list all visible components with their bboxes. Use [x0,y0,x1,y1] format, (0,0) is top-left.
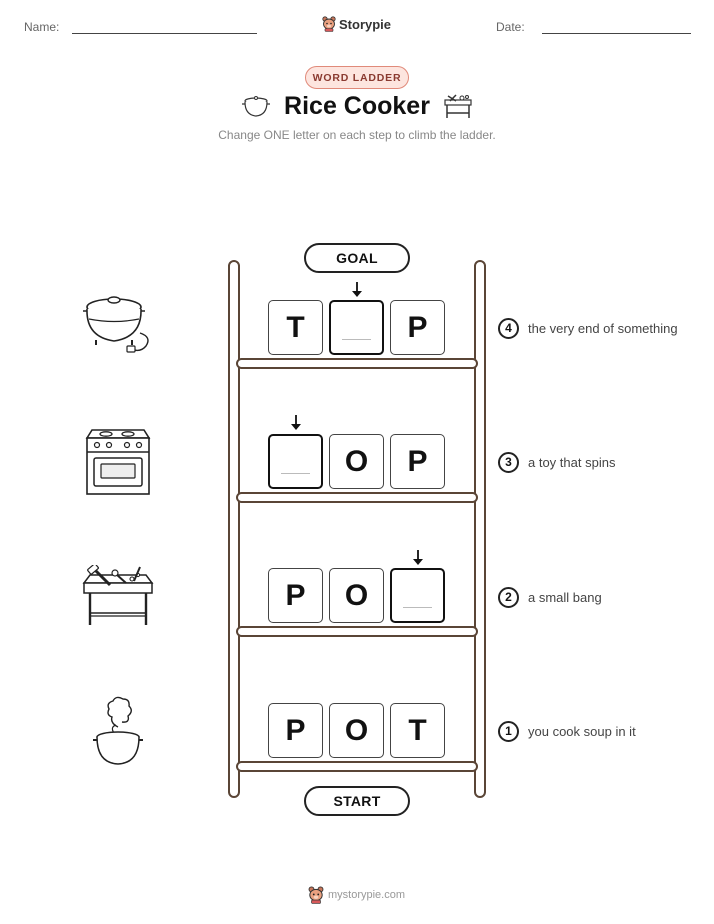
clue-text: a small bang [528,589,602,605]
footer-url: mystorypie.com [328,889,406,901]
start-label: START [304,786,410,816]
letter-tile: P [390,434,445,489]
clue-step-1: 1 you cook soup in it [498,720,636,742]
goal-label: GOAL [304,243,410,273]
clue-text: the very end of something [528,320,678,336]
ladder-rung [236,492,478,503]
date-label: Date: [496,20,525,34]
clue-text: you cook soup in it [528,723,636,739]
name-label: Name: [24,20,60,34]
step-number: 3 [498,451,519,473]
letter-tile: T [268,300,323,355]
brand-logo: Storypie [322,14,392,34]
clue-step-2: 2 a small bang [498,586,602,608]
arrow-down-icon [413,550,423,565]
step-number: 1 [498,720,519,742]
letter-tile: O [329,703,384,758]
steaming-pot-icon [93,696,143,765]
blank-letter-input[interactable] [329,300,384,355]
date-line[interactable] [542,33,691,34]
rice-cooker-title-icon [242,96,270,117]
page-title: Rice Cooker [284,92,430,120]
arrow-down-icon [352,282,362,297]
brand-name: Storypie [339,16,392,32]
workbench-icon [82,565,154,625]
instructions: Change ONE letter on each step to climb … [218,128,496,142]
ladder-rung [236,358,478,369]
ladder-rung [236,626,478,637]
step-number: 2 [498,586,519,608]
letter-tile: T [390,703,445,758]
clue-text: a toy that spins [528,454,616,470]
letter-tile: O [329,434,384,489]
ladder-rail-right [474,260,486,798]
stove-icon [85,429,151,495]
clue-step-4: 4 the very end of something [498,317,678,339]
rice-cooker-icon [83,296,149,353]
letter-tile: P [268,568,323,623]
letter-tile: O [329,568,384,623]
step-number: 4 [498,317,519,339]
letter-tile: P [390,300,445,355]
name-line[interactable] [72,33,257,34]
clue-step-3: 3 a toy that spins [498,451,615,473]
word-ladder-badge: WORD LADDER [305,66,409,89]
arrow-down-icon [291,415,301,430]
letter-tile: P [268,703,323,758]
workbench-title-icon [444,94,472,118]
blank-letter-input[interactable] [268,434,323,489]
ladder-rail-left [228,260,240,798]
footer: mystorypie.com [308,884,408,906]
blank-letter-input[interactable] [390,568,445,623]
bear-logo-icon [322,16,336,32]
bear-logo-icon [308,886,324,904]
ladder-rung [236,761,478,772]
